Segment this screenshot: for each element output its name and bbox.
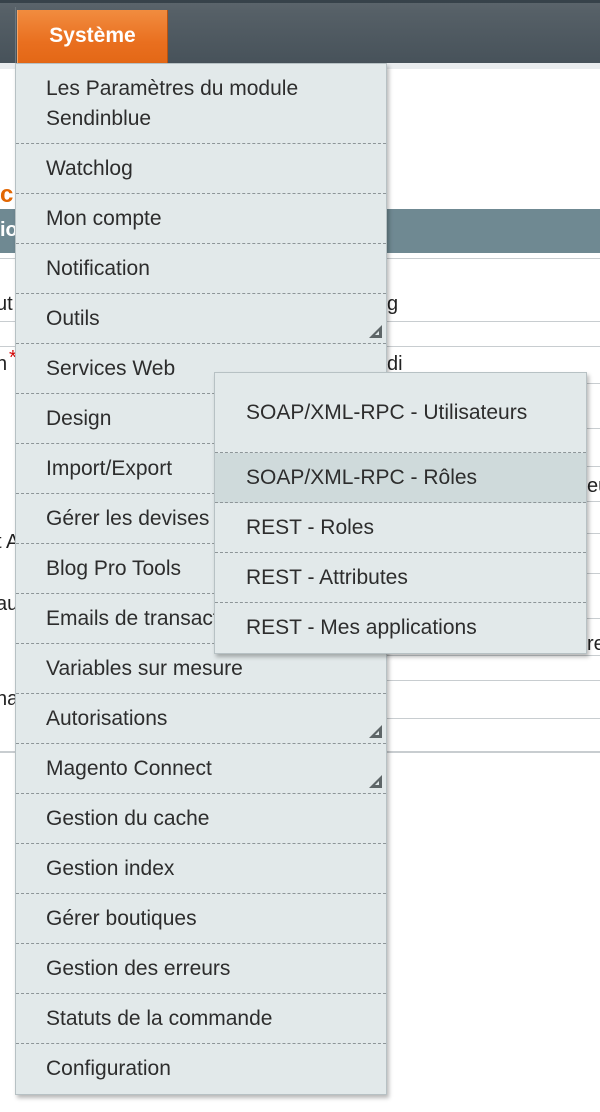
form-label-fragment: n [0,353,8,375]
menu-item-label: Gestion du cache [46,806,210,830]
menu-item-import-export[interactable]: Import/Export [16,444,386,494]
submenu-arrow-icon [369,775,382,788]
menu-item-label: Gérer les devises [46,506,210,530]
menu-item-sendinblue[interactable]: Les Paramètres du module Sendinblue [16,64,386,144]
menu-item-variables-sur-mesure[interactable]: Variables sur mesure [16,644,386,694]
form-label-fragment: na [0,688,19,710]
form-value-fragment: di [387,353,403,375]
menu-item-label: Watchlog [46,156,133,180]
form-divider [587,501,600,502]
menu-item-label: Gérer boutiques [46,906,197,930]
section-header-fragment: io [0,219,18,241]
submenu-arrow-icon [369,325,382,338]
form-divider [587,533,600,534]
menu-item-label: Gestion index [46,856,175,880]
submenu-item-label: SOAP/XML-RPC - Utilisateurs [246,400,528,424]
top-navigation-bar: Système [0,0,600,65]
menu-item-blog-pro-tools[interactable]: Blog Pro Tools [16,544,386,594]
form-label-fragment: au [0,593,19,615]
menu-item-label: Les Paramètres du module Sendinblue [46,76,299,130]
form-divider [387,655,600,656]
submenu-item-label: REST - Roles [246,515,374,539]
services-web-submenu: SOAP/XML-RPC - Utilisateurs SOAP/XML-RPC… [214,372,587,654]
submenu-item-rest-mes-applications[interactable]: REST - Mes applications [215,603,586,653]
form-label-fragment: ut [0,293,13,315]
page-heading-fragment: c [0,181,14,208]
form-divider [587,428,600,429]
menu-item-label: Blog Pro Tools [46,556,182,580]
menu-item-label: Emails de transactions [46,606,258,630]
menu-item-outils[interactable]: Outils [16,294,386,344]
menu-item-emails-transactions[interactable]: Emails de transactions [16,594,386,644]
menu-item-label: Import/Export [46,456,173,480]
submenu-item-rest-attributes[interactable]: REST - Attributes [215,553,586,603]
menu-item-autorisations[interactable]: Autorisations [16,694,386,744]
menu-item-label: Gestion des erreurs [46,956,231,980]
form-divider [387,680,600,681]
nav-separator [15,7,16,63]
submenu-arrow-icon [369,725,382,738]
menu-item-gestion-index[interactable]: Gestion index [16,844,386,894]
menu-item-label: Configuration [46,1057,171,1080]
menu-item-configuration[interactable]: Configuration [16,1044,386,1094]
menu-item-label: Statuts de la commande [46,1006,273,1030]
submenu-item-label: REST - Mes applications [246,616,477,639]
menu-item-magento-connect[interactable]: Magento Connect [16,744,386,794]
form-divider [587,573,600,574]
menu-item-gerer-devises[interactable]: Gérer les devises [16,494,386,544]
nav-item-systeme[interactable]: Système [17,10,168,65]
form-value-fragment: re [587,633,600,655]
form-label-fragment: t A [0,531,20,553]
menu-item-services-web[interactable]: Services Web [16,344,386,394]
menu-item-gestion-cache[interactable]: Gestion du cache [16,794,386,844]
menu-item-statuts-commande[interactable]: Statuts de la commande [16,994,386,1044]
submenu-item-soap-roles[interactable]: SOAP/XML-RPC - Rôles [215,453,586,503]
menu-item-mon-compte[interactable]: Mon compte [16,194,386,244]
menu-item-notification[interactable]: Notification [16,244,386,294]
menu-item-gerer-boutiques[interactable]: Gérer boutiques [16,894,386,944]
menu-item-label: Design [46,406,112,430]
required-mark: * [9,347,17,369]
menu-item-label: Magento Connect [46,756,212,780]
menu-item-label: Mon compte [46,206,162,230]
form-divider [587,466,600,467]
menu-item-label: Notification [46,256,150,280]
menu-item-label: Autorisations [46,706,168,730]
submenu-item-label: REST - Attributes [246,565,408,589]
form-value-fragment: g [387,293,399,315]
menu-item-label: Services Web [46,356,176,380]
menu-item-gestion-erreurs[interactable]: Gestion des erreurs [16,944,386,994]
menu-item-label: Outils [46,306,100,330]
form-divider [587,618,600,619]
form-divider [587,383,600,384]
menu-item-design[interactable]: Design [16,394,386,444]
form-divider [387,718,600,719]
submenu-item-soap-utilisateurs[interactable]: SOAP/XML-RPC - Utilisateurs [215,373,586,453]
form-value-fragment: eu [587,475,600,497]
submenu-item-rest-roles[interactable]: REST - Roles [215,503,586,553]
menu-item-label: Variables sur mesure [46,656,243,680]
menu-item-watchlog[interactable]: Watchlog [16,144,386,194]
submenu-item-label: SOAP/XML-RPC - Rôles [246,465,478,489]
